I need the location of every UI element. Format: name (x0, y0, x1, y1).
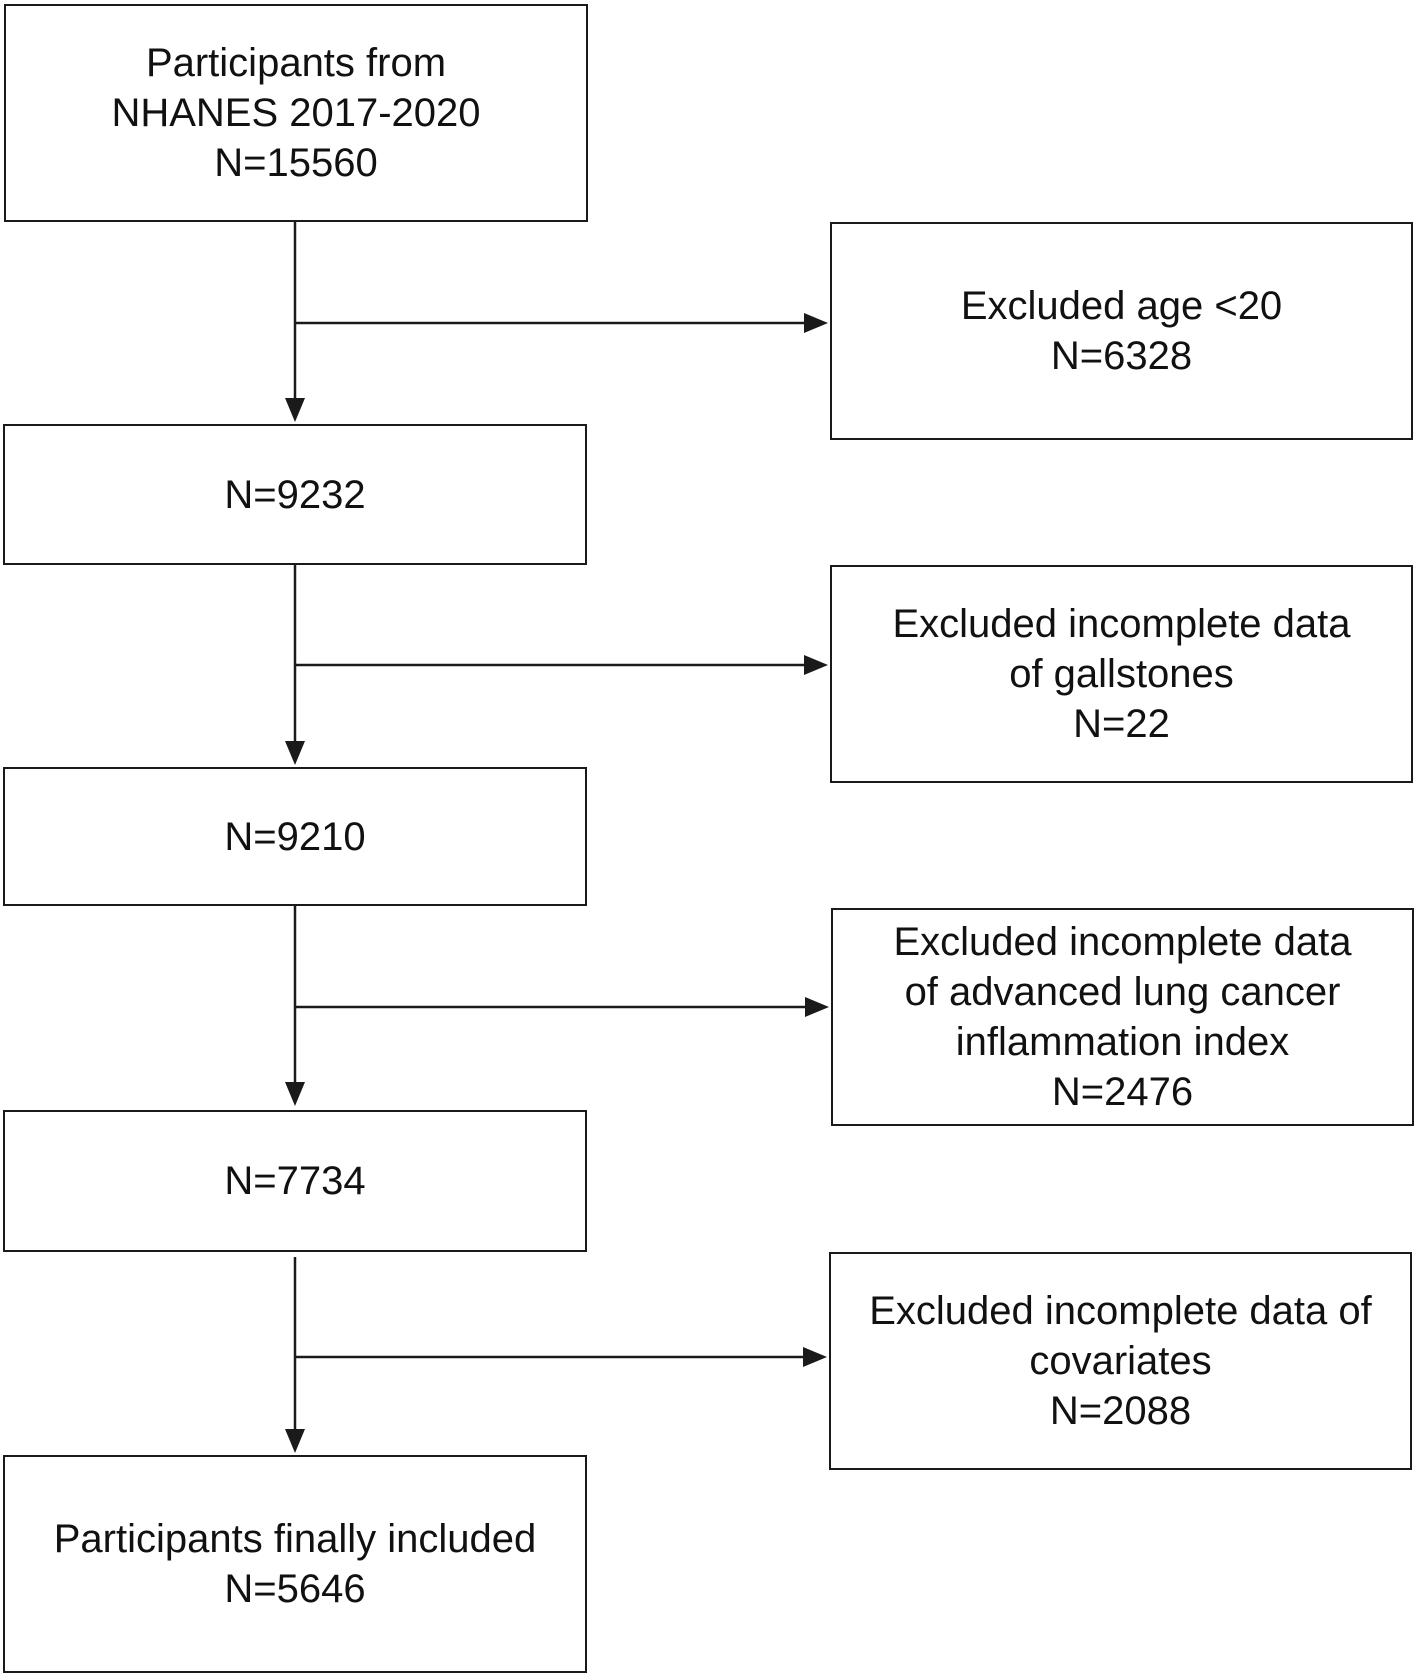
box-participants-from-nhanes: Participants from NHANES 2017-2020 N=155… (4, 4, 588, 222)
box-text-line: NHANES 2017-2020 (111, 91, 481, 135)
arrowhead-down-2 (285, 741, 305, 765)
box-text-line: N=22 (1073, 702, 1170, 746)
arrowhead-down-4 (285, 1429, 305, 1453)
box-text-line: Excluded incomplete data of (869, 1289, 1372, 1333)
box-text-line: N=9232 (224, 472, 366, 517)
box-excluded-age: Excluded age <20 N=6328 (830, 222, 1413, 440)
box-text-line: N=5646 (224, 1567, 366, 1611)
box-text-line: N=6328 (1050, 334, 1193, 378)
box-excluded-gallstones: Excluded incomplete data of gallstones N… (830, 565, 1413, 783)
box-after-gallstone-exclusion: N=9210 (3, 767, 587, 906)
box-text-line: covariates (1029, 1339, 1212, 1383)
box-text-line: inflammation index (955, 1020, 1290, 1064)
box-text-line: N=9210 (224, 814, 366, 859)
box-text-line: N=15560 (214, 141, 378, 185)
arrowhead-right-2 (804, 655, 828, 675)
arrowhead-down-3 (285, 1082, 305, 1106)
arrowhead-right-3 (805, 997, 829, 1017)
box-participants-finally-included: Participants finally included N=5646 (3, 1455, 587, 1673)
box-text-line: Excluded incomplete data (893, 920, 1352, 964)
box-excluded-alcii: Excluded incomplete data of advanced lun… (831, 908, 1414, 1126)
box-text-line: Participants from (145, 41, 447, 85)
arrowhead-right-1 (804, 313, 828, 333)
box-text-line: Excluded age <20 (960, 284, 1283, 328)
box-text-line: Participants finally included (53, 1517, 537, 1561)
box-text-line: N=7734 (224, 1159, 366, 1203)
box-after-alcii-exclusion: N=7734 (3, 1110, 587, 1252)
box-text-line: Excluded incomplete data (892, 602, 1351, 646)
box-text-line: of advanced lung cancer (904, 970, 1341, 1014)
box-after-age-exclusion: N=9232 (3, 424, 587, 565)
box-text-line: of gallstones (1009, 652, 1234, 696)
box-excluded-covariates: Excluded incomplete data of covariates N… (829, 1252, 1412, 1470)
arrowhead-right-4 (803, 1347, 827, 1367)
box-text-line: N=2476 (1051, 1070, 1194, 1114)
box-text-line: N=2088 (1049, 1389, 1192, 1433)
arrowhead-down-1 (285, 398, 305, 422)
